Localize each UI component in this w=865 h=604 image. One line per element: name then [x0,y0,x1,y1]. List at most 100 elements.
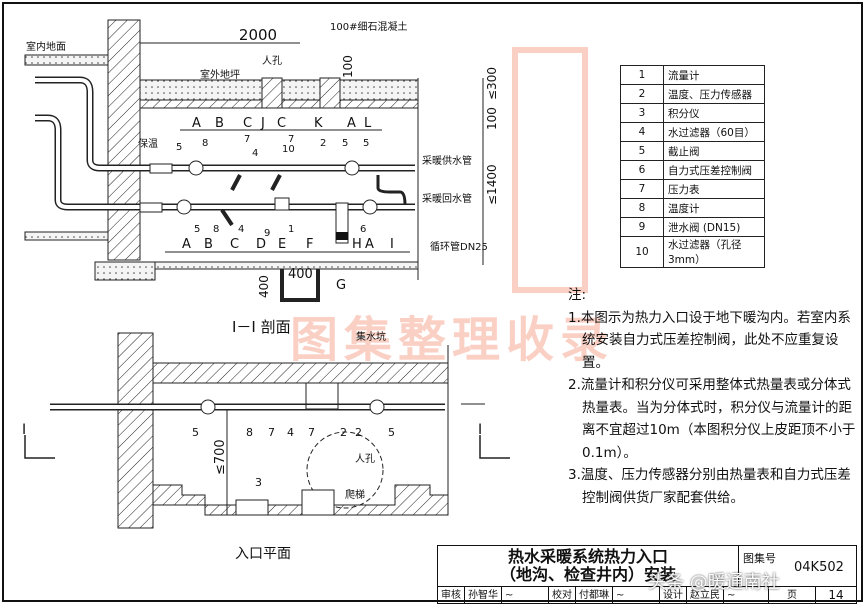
stop-valve-icon [200,399,216,415]
dim-gap: 100 [485,107,499,130]
trench-floor [154,261,419,270]
part-number: 7 [308,426,315,439]
section-view: 2000 100#细石混凝土 室内地面 室外地坪 人孔 保温 采暖供水管 采暖回… [24,19,499,336]
part-number: 2 [320,138,326,149]
part-number: 4 [287,426,294,439]
part-number: 6 [360,224,366,235]
foundation [94,261,156,281]
legend-label: 压力表 [663,179,765,199]
legend-label: 水过滤器（孔径3mm） [663,236,765,268]
legend-no: 5 [620,141,664,161]
part-number: 2 [340,426,347,439]
sump [305,382,339,410]
reviewer-name: 孙智华 [465,587,502,604]
indoor-floor-label: 室内地面 [26,40,66,53]
checker-name: 付都琳 [576,587,613,604]
plan-part-numbers: 5 8 7 4 7 2 2 5 3 [192,426,395,489]
atlas-cell: 图集号 04K502 [738,546,857,586]
note-item: 3.温度、压力传感器分别由热量表和自力式压差控制阀供货厂家配套供给。 [568,467,851,506]
legend-no: 4 [620,122,664,142]
dim-g: G [336,278,346,293]
cut-mark-right: I [478,422,482,438]
top-dim-letters: A B C J C K A L [192,116,372,131]
bypass-pipe [376,175,407,206]
ladder-label: 爬梯 [345,488,365,501]
legend-label: 流量计 [663,65,765,85]
page-number: 14 [828,588,844,602]
plan-wall [117,332,154,529]
integrator [235,499,269,516]
part-number: 3 [255,476,262,489]
stop-valve-icon [188,160,204,176]
legend-no: 6 [620,160,664,180]
atlas-label: 图集号 [743,552,776,565]
notes-heading: 注: [568,287,587,303]
legend-no: 1 [620,65,664,85]
filter-icon [220,208,234,227]
drawing-title: 热水采暖系统热力入口 （地沟、检查井内）安装 [438,546,738,588]
sump-label: 集水坑 [356,330,386,343]
part-number: 8 [202,138,208,149]
design-label: 设计 [660,587,687,604]
legend-no: 2 [620,84,664,104]
notes: 注: 1.本图示为热力入口设于地下暖沟内。若室内系统安装自力式压差控制阀，此处不… [568,284,858,509]
plan-top-wall [152,362,449,384]
indoor-floor-slab [24,54,111,66]
part-number: 5 [176,142,182,153]
part-number: 5 [192,426,199,439]
insulation-icon [149,163,173,174]
manhole-curb-left [261,77,283,109]
part-number: 7 [288,134,294,145]
legend-label: 截止阀 [663,141,765,161]
part-number: 4 [252,148,258,159]
dim-letter: H [352,237,362,252]
part-number: 5 [363,138,369,149]
stop-valve-icon [176,199,192,215]
dim-pit-height: 400 [257,275,271,298]
part-number: 7 [244,134,250,145]
part-number: 7 [268,426,275,439]
concrete-label: 100#细石混凝土 [330,20,407,33]
legend-label: 水过滤器（60目） [663,122,765,142]
manhole-curb-right [319,77,341,109]
check-label: 校对 [549,587,576,604]
dim-letter: C [230,237,239,252]
dim-letter: E [278,237,286,252]
part-number: 5 [342,138,348,149]
dim-letter: A [347,116,356,131]
legend-no: 10 [620,236,664,268]
plan-view: I I 集水坑 人孔 爬梯 ≤700 5 8 7 4 7 2 2 5 3 入口平… [22,330,510,562]
dim-letter: F [306,237,313,252]
dim-cover: ≤300 [485,67,499,100]
bypass-label: 循环管DN25 [430,240,488,253]
legend-no: 9 [620,217,664,237]
legend-label: 温度计 [663,198,765,218]
title-line-1: 热水采暖系统热力入口 [507,547,668,566]
dim-700: ≤700 [213,439,228,475]
reviewer-signature: ~ [502,587,549,604]
manhole-label: 人孔 [262,55,282,67]
cut-mark-left: I [22,422,26,438]
note-item: 1.本图示为热力入口设于地下暖沟内。若室内系统安装自力式压差控制阀，此处不应重复… [568,309,851,371]
note-item: 2.流量计和积分仪可采用整体式热量表或分体式热量表。当为分体式时，积分仪与流量计… [568,377,856,461]
legend-label: 温度、压力传感器 [663,84,765,104]
review-label: 审核 [438,587,465,604]
dim-letter: A [365,237,374,252]
legend-no: 3 [620,103,664,123]
title-block: 热水采暖系统热力入口 （地沟、检查井内）安装 图集号 04K502 审核 孙智华… [437,545,857,604]
part-number: 1 [288,224,294,235]
title-line-2: （地沟、检查井内）安装 [499,565,676,584]
designer-signature: ~ [724,587,769,604]
dim-letter: L [364,116,372,131]
dim-letter: B [204,237,213,252]
